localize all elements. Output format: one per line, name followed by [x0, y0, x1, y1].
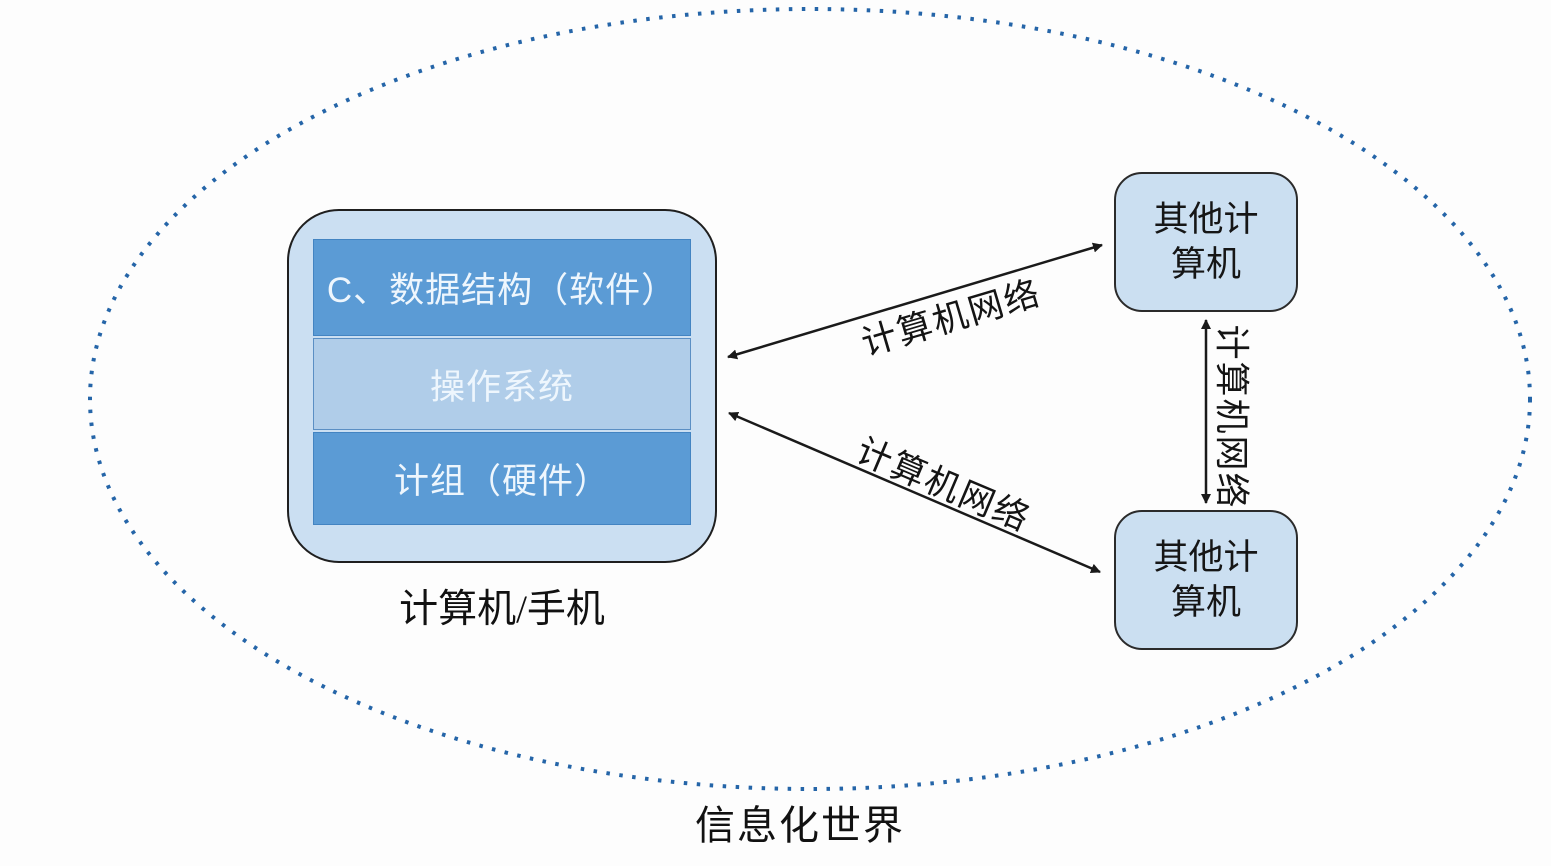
computer-caption: 计算机/手机: [399, 588, 605, 631]
computer-layer-stack: C、数据结构（软件） 操作系统 计组（硬件）: [313, 239, 691, 525]
network-label-vertical: 计算机网络: [1211, 324, 1251, 510]
computer-container: C、数据结构（软件） 操作系统 计组（硬件）: [287, 209, 717, 563]
network-link-top-arrow: [727, 242, 1103, 360]
information-world-ellipse: [88, 7, 1532, 791]
layer-operating-system: 操作系统: [313, 338, 691, 430]
layer-computer-organization-hardware: 计组（硬件）: [313, 432, 691, 525]
information-world-caption: 信息化世界: [695, 803, 905, 848]
other-computer-node-bottom: 其他计算机: [1114, 510, 1298, 650]
layer-data-structure-software: C、数据结构（软件）: [313, 239, 691, 336]
network-link-bottom-arrow: [728, 411, 1101, 574]
other-computer-node-top: 其他计算机: [1114, 172, 1298, 312]
